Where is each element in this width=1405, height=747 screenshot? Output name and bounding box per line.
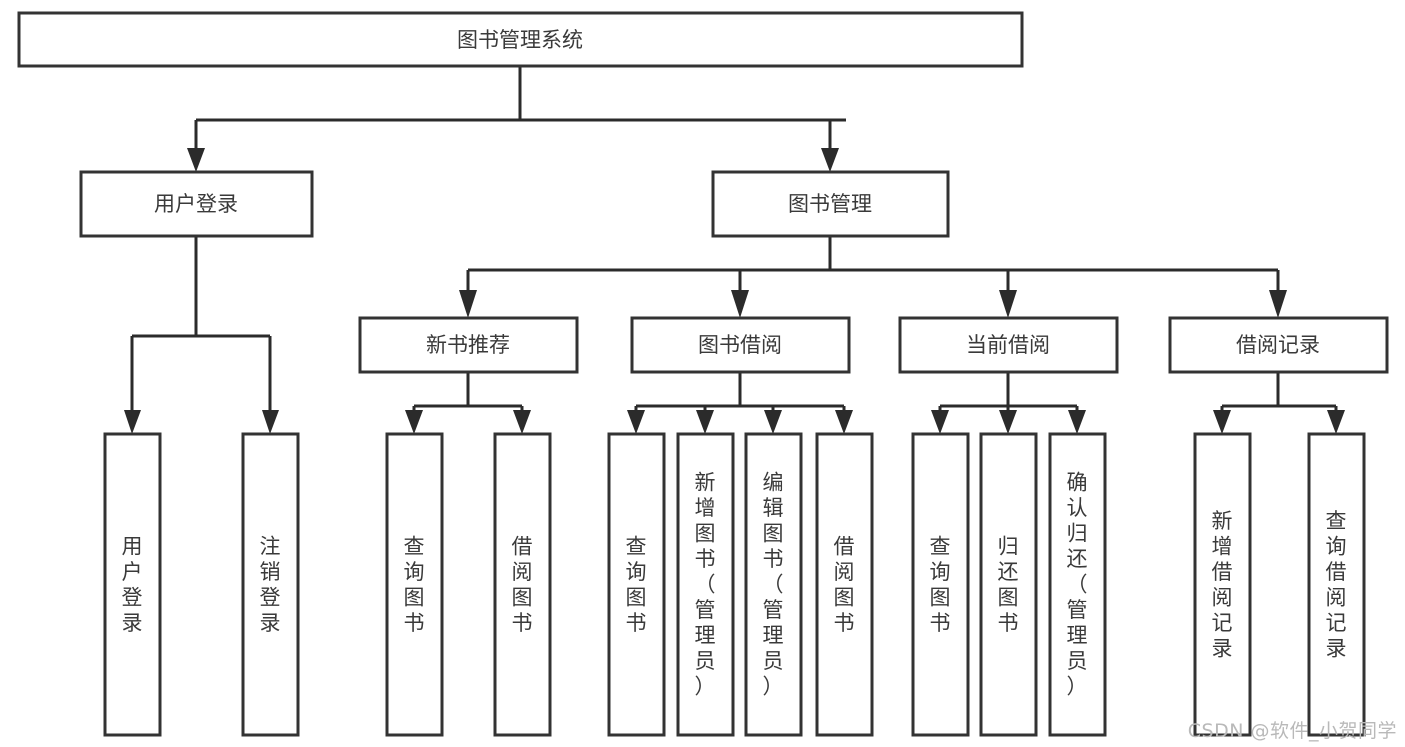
node-leaf-add-record[interactable]: 新增借阅记录 xyxy=(1193,432,1252,737)
node-user-login-label: 用户登录 xyxy=(154,192,238,216)
node-book-borrow-box[interactable] xyxy=(630,316,851,374)
leaf-node-layer: 用户登录 注销登录 查询图书 借阅图书 查询图书 新增图书（管理员） xyxy=(103,432,1366,737)
arrow-head-borrow-record xyxy=(1269,290,1287,318)
node-leaf-borrow-book-1[interactable]: 借阅图书 xyxy=(493,432,552,737)
arrow-head-leaf-add-book xyxy=(696,410,714,434)
node-leaf-add-book-label: 新增图书（管理员） xyxy=(695,471,716,699)
node-current-borrow[interactable]: 当前借阅 xyxy=(898,316,1119,374)
node-leaf-user-login-box[interactable] xyxy=(103,432,162,737)
node-leaf-user-login-label: 用户登录 xyxy=(122,534,143,635)
arrow-head-leaf-borrow-book-2 xyxy=(835,410,853,434)
node-leaf-confirm-return[interactable]: 确认归还（管理员） xyxy=(1048,432,1107,737)
node-book-borrow-label: 图书借阅 xyxy=(698,333,782,357)
node-leaf-confirm-return-box[interactable] xyxy=(1048,432,1107,737)
node-leaf-user-login[interactable]: 用户登录 xyxy=(103,432,162,737)
node-current-borrow-box[interactable] xyxy=(898,316,1119,374)
arrow-head-book-borrow xyxy=(731,290,749,318)
arrow-head-leaf-confirm-return xyxy=(1068,410,1086,434)
node-leaf-query-book-2-label: 查询图书 xyxy=(626,534,647,635)
node-leaf-borrow-book-2-box[interactable] xyxy=(815,432,874,737)
node-user-login-box[interactable] xyxy=(79,170,314,238)
node-leaf-query-record[interactable]: 查询借阅记录 xyxy=(1307,432,1366,737)
node-new-book-recommend[interactable]: 新书推荐 xyxy=(358,316,579,374)
arrow-head-leaf-query-book-1 xyxy=(405,410,423,434)
node-leaf-borrow-book-1-label: 借阅图书 xyxy=(512,534,533,635)
node-leaf-query-book-2-box[interactable] xyxy=(607,432,666,737)
node-leaf-return-book-box[interactable] xyxy=(979,432,1038,737)
arrow-head-new-book-recommend xyxy=(459,290,477,318)
arrow-head-leaf-edit-book xyxy=(764,410,782,434)
connector-layer xyxy=(124,66,1345,434)
node-book-management-label: 图书管理 xyxy=(788,192,872,216)
node-borrow-record-box[interactable] xyxy=(1168,316,1389,374)
node-new-book-recommend-box[interactable] xyxy=(358,316,579,374)
node-leaf-borrow-book-2-label: 借阅图书 xyxy=(834,534,855,635)
arrow-head-leaf-query-record xyxy=(1327,410,1345,434)
node-root-box[interactable] xyxy=(17,11,1024,68)
node-leaf-query-record-label: 查询借阅记录 xyxy=(1326,509,1347,661)
node-root[interactable]: 图书管理系统 xyxy=(17,11,1024,68)
node-leaf-query-book-3[interactable]: 查询图书 xyxy=(911,432,970,737)
node-user-login[interactable]: 用户登录 xyxy=(79,170,314,238)
arrow-head-leaf-user-login xyxy=(124,410,141,434)
node-leaf-query-book-3-label: 查询图书 xyxy=(930,534,951,635)
node-leaf-query-book-3-box[interactable] xyxy=(911,432,970,737)
node-root-label: 图书管理系统 xyxy=(457,28,583,52)
node-new-book-recommend-label: 新书推荐 xyxy=(426,333,510,357)
arrow-head-leaf-query-book-2 xyxy=(627,410,645,434)
node-leaf-logout-login-box[interactable] xyxy=(241,432,300,737)
node-leaf-add-book[interactable]: 新增图书（管理员） xyxy=(676,432,735,737)
arrow-head-current-borrow xyxy=(999,290,1017,318)
arrow-head-leaf-query-book-3 xyxy=(931,410,949,434)
node-book-management-box[interactable] xyxy=(711,170,950,238)
arrow-head-user-login xyxy=(187,148,205,172)
node-leaf-edit-book-label: 编辑图书（管理员） xyxy=(763,471,784,699)
node-leaf-query-record-box[interactable] xyxy=(1307,432,1366,737)
node-leaf-borrow-book-2[interactable]: 借阅图书 xyxy=(815,432,874,737)
node-borrow-record-label: 借阅记录 xyxy=(1236,333,1320,357)
node-leaf-logout-login[interactable]: 注销登录 xyxy=(241,432,300,737)
arrow-head-book-management xyxy=(821,148,839,172)
node-leaf-add-book-box[interactable] xyxy=(676,432,735,737)
node-leaf-query-book-1[interactable]: 查询图书 xyxy=(385,432,444,737)
node-leaf-return-book[interactable]: 归还图书 xyxy=(979,432,1038,737)
node-leaf-query-book-1-label: 查询图书 xyxy=(404,534,425,635)
node-leaf-return-book-label: 归还图书 xyxy=(998,534,1019,635)
node-leaf-query-book-1-box[interactable] xyxy=(385,432,444,737)
node-book-management[interactable]: 图书管理 xyxy=(711,170,950,238)
node-leaf-confirm-return-label: 确认归还（管理员） xyxy=(1067,471,1088,699)
node-current-borrow-label: 当前借阅 xyxy=(966,333,1050,357)
node-leaf-logout-login-label: 注销登录 xyxy=(260,534,281,635)
node-leaf-borrow-book-1-box[interactable] xyxy=(493,432,552,737)
node-leaf-add-record-label: 新增借阅记录 xyxy=(1212,509,1233,661)
arrow-head-leaf-logout-login xyxy=(262,410,279,434)
node-leaf-edit-book-box[interactable] xyxy=(744,432,803,737)
node-leaf-edit-book[interactable]: 编辑图书（管理员） xyxy=(744,432,803,737)
arrow-head-leaf-add-record xyxy=(1213,410,1231,434)
arrow-head-leaf-borrow-book-1 xyxy=(513,410,531,434)
node-book-borrow[interactable]: 图书借阅 xyxy=(630,316,851,374)
node-leaf-add-record-box[interactable] xyxy=(1193,432,1252,737)
node-borrow-record[interactable]: 借阅记录 xyxy=(1168,316,1389,374)
arrow-head-leaf-return-book xyxy=(999,410,1017,434)
node-leaf-query-book-2[interactable]: 查询图书 xyxy=(607,432,666,737)
